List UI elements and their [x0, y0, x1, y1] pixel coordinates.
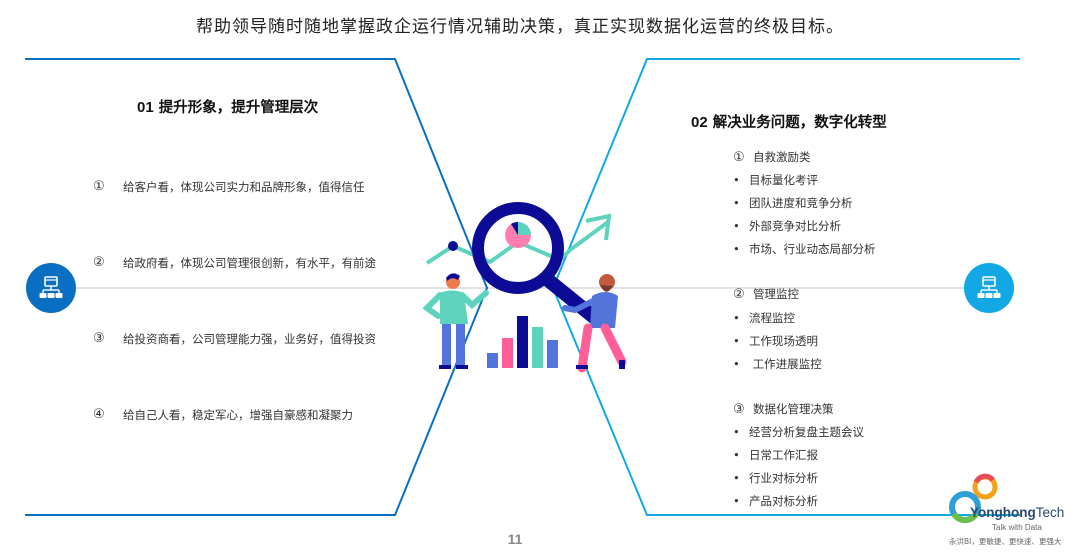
list-item-text: 目标量化考评: [749, 173, 818, 187]
bullet-icon: •: [733, 219, 740, 233]
bullet-icon: •: [733, 173, 740, 187]
bar-chart-icon: [487, 316, 558, 368]
left-panel-border: [25, 58, 489, 516]
group-marker: ②: [733, 287, 745, 302]
list-item-text: 市场、行业动态局部分析: [749, 242, 876, 256]
bullet-icon: •: [733, 448, 740, 462]
bullet-icon: •: [733, 311, 740, 325]
list-item-text: 外部竞争对比分析: [749, 219, 841, 233]
list-item: • 团队进度和竞争分析: [733, 195, 853, 211]
logo-tagline: Talk with Data: [992, 523, 1042, 532]
logo-brand-bold: Yonghong: [970, 505, 1036, 520]
logo-rings-icon: [949, 473, 998, 523]
logo-slogan: 永洪BI，更敏捷、更快速、更强大: [949, 537, 1062, 546]
right-panel-title-text: 解决业务问题，数字化转型: [712, 115, 887, 131]
group-marker: ③: [733, 402, 745, 417]
network-hierarchy-icon: [977, 276, 1001, 298]
item-text: 给政府看，体现公司管理很创新，有水平，有前途: [123, 256, 376, 270]
page-headline: 帮助领导随时随地掌握政企运行情况辅助决策，真正实现数据化运营的终极目标。: [196, 17, 844, 37]
left-node-circle: [26, 263, 76, 313]
list-item: • 市场、行业动态局部分析: [733, 241, 876, 257]
list-item: • 流程监控: [733, 310, 795, 326]
list-item-text: 产品对标分析: [749, 494, 818, 508]
list-item-text: 工作现场透明: [749, 334, 818, 348]
item-marker: ④: [93, 407, 105, 422]
list-item-text: 工作进展监控: [749, 357, 822, 371]
bullet-icon: •: [733, 471, 740, 485]
left-panel-number: 01: [137, 99, 154, 116]
group-heading-3: ③ 数据化管理决策: [733, 401, 834, 417]
right-panel-list: ① 自救激励类 • 目标量化考评 • 团队进度和竞争分析 • 外部竞争对比分析 • 市场、…: [733, 0, 1033, 552]
list-item: • 日常工作汇报: [733, 447, 818, 463]
list-item: • 外部竞争对比分析: [733, 218, 841, 234]
bullet-icon: •: [733, 196, 740, 210]
item-marker: ②: [93, 255, 105, 270]
list-item: • 工作现场透明: [733, 333, 818, 349]
list-item-text: 经营分析复盘主题会议: [749, 425, 864, 439]
list-item-text: 团队进度和竞争分析: [749, 196, 853, 210]
left-panel-title: 01 提升形象，提升管理层次: [137, 96, 318, 117]
item-marker: ③: [93, 331, 105, 346]
list-item: • 产品对标分析: [733, 493, 818, 509]
page-number: 11: [507, 531, 523, 547]
left-item-3: ③ 给投资商看，公司管理能力强，业务好，值得投资: [93, 331, 376, 347]
bullet-icon: •: [733, 494, 740, 508]
group-heading-text: 自救激励类: [753, 150, 811, 164]
yonghong-logo: YonghongTech Talk with Data 永洪BI，更敏捷、更快速…: [945, 470, 1080, 552]
magnifying-glass-icon: [472, 202, 602, 325]
person-right: [562, 274, 627, 373]
logo-brand: YonghongTech: [970, 505, 1064, 520]
arrow-head-icon: [585, 213, 612, 241]
logo-brand-light: Tech: [1035, 505, 1065, 520]
group-heading-1: ① 自救激励类: [733, 149, 811, 165]
list-item: • 行业对标分析: [733, 470, 818, 486]
left-item-4: ④ 给自己人看，稳定军心，增强自豪感和凝聚力: [93, 407, 353, 423]
left-item-1: ① 给客户看，体现公司实力和品牌形象，值得信任: [93, 179, 365, 195]
right-panel-title: 02 解决业务问题，数字化转型: [691, 111, 887, 132]
list-item-text: 日常工作汇报: [749, 448, 818, 462]
item-text: 给投资商看，公司管理能力强，业务好，值得投资: [123, 332, 376, 346]
bullet-icon: •: [733, 242, 740, 256]
list-item-text: 行业对标分析: [749, 471, 818, 485]
group-heading-text: 数据化管理决策: [753, 402, 834, 416]
left-item-2: ② 给政府看，体现公司管理很创新，有水平，有前途: [93, 255, 376, 271]
item-text: 给客户看，体现公司实力和品牌形象，值得信任: [123, 180, 365, 194]
group-heading-2: ② 管理监控: [733, 286, 799, 302]
list-item: • 工作进展监控: [733, 356, 822, 372]
person-left: [422, 273, 489, 369]
bullet-icon: •: [733, 334, 740, 348]
item-text: 给自己人看，稳定军心，增强自豪感和凝聚力: [123, 408, 353, 422]
group-heading-text: 管理监控: [753, 287, 799, 301]
right-node-circle: [964, 263, 1014, 313]
group-marker: ①: [733, 150, 745, 165]
list-item-text: 流程监控: [749, 311, 795, 325]
right-panel-number: 02: [691, 114, 708, 131]
bullet-icon: •: [733, 425, 740, 439]
network-hierarchy-icon: [39, 276, 63, 298]
bullet-icon: •: [733, 357, 740, 371]
list-item: • 目标量化考评: [733, 172, 818, 188]
trend-dot: [448, 241, 458, 251]
pie-chart-icon: [505, 221, 531, 248]
item-marker: ①: [93, 179, 105, 194]
data-analysis-illustration: [422, 202, 627, 373]
list-item: • 经营分析复盘主题会议: [733, 424, 864, 440]
left-panel-title-text: 提升形象，提升管理层次: [158, 100, 319, 116]
